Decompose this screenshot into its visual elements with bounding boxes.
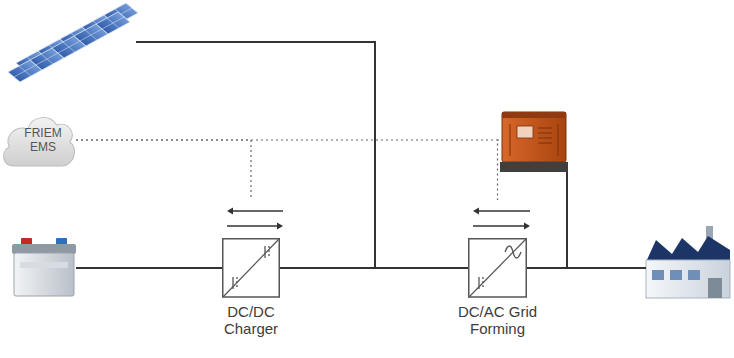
- generator-icon: [538, 143, 552, 144]
- flow-arrows: [473, 208, 530, 230]
- system-label: FRIEM EMS: [18, 126, 68, 154]
- power-wire: [136, 42, 375, 268]
- solar-panels: [58, 41, 80, 53]
- factory-icon: [646, 260, 730, 298]
- converter-caption: DC/DC Charger: [201, 303, 301, 337]
- cloud-label-area: FRIEM EMS: [18, 108, 68, 172]
- dc-symbol: [265, 246, 269, 258]
- dc-symbol: [233, 277, 237, 289]
- generator-icon: [502, 112, 566, 118]
- dc-symbol: [482, 277, 483, 289]
- flow-arrows: [277, 223, 283, 230]
- converter-node: DC/DC Charger: [222, 200, 280, 298]
- flow-arrows: [473, 225, 525, 226]
- converter-symbol: [468, 200, 527, 298]
- converter-node: DC/AC Grid Forming: [468, 200, 527, 298]
- solar-panels: [36, 53, 58, 65]
- solar-panels: [102, 17, 124, 29]
- battery-icon: [21, 238, 32, 245]
- power-wire: [566, 172, 568, 268]
- flow-arrows: [478, 210, 530, 211]
- converter-box: [469, 239, 527, 297]
- converter-label: DC/AC Grid Forming: [448, 303, 548, 337]
- factory-icon: [646, 236, 730, 262]
- factory-icon: [646, 226, 730, 298]
- cloud-node: FRIEM EMS: [0, 108, 76, 172]
- generator-icon: [558, 124, 559, 156]
- factory-icon: [670, 270, 682, 280]
- generator-icon: [517, 126, 533, 138]
- generator-icon: [510, 124, 511, 156]
- dc-symbol: [236, 277, 237, 289]
- flow-arrows: [524, 223, 530, 230]
- dc-symbol: [264, 246, 265, 258]
- converter-diagonal: [223, 239, 279, 297]
- control-link: [76, 140, 251, 200]
- battery-icon: [56, 238, 67, 245]
- generator-icon: [538, 128, 552, 129]
- dc-bus-line: [280, 267, 468, 269]
- flow-arrows: [227, 208, 233, 215]
- battery-icon: [20, 262, 68, 268]
- converter-diagonal: [469, 239, 526, 297]
- flow-arrows: [232, 210, 283, 211]
- generator-icon: [500, 112, 568, 172]
- factory-icon: [652, 270, 664, 280]
- converter-box: [223, 239, 280, 297]
- dc-symbol: [479, 277, 483, 289]
- solar-panels: [14, 65, 36, 77]
- solar-panels: [96, 12, 130, 34]
- solar-panels: [96, 12, 130, 34]
- ac-symbol: [505, 246, 521, 258]
- flow-arrows: [473, 208, 479, 215]
- cloud-outline: [3, 118, 74, 166]
- power-wire: [76, 267, 222, 269]
- converter-caption: DC/AC Grid Forming: [448, 303, 548, 337]
- control-link: [76, 140, 498, 200]
- power-wire: [527, 267, 646, 269]
- flow-arrows: [227, 225, 278, 226]
- dc-symbol: [478, 277, 479, 289]
- battery-icon: [12, 238, 76, 296]
- dc-symbol: [232, 277, 233, 289]
- generator-icon: [538, 133, 552, 134]
- generator-icon: [538, 138, 552, 139]
- factory-icon: [688, 270, 700, 280]
- solar-panels: [80, 29, 102, 41]
- power-wire: [76, 42, 646, 268]
- generator-icon: [502, 112, 566, 162]
- flow-arrows: [227, 208, 283, 230]
- generator-icon: [500, 162, 568, 172]
- dc-symbol: [268, 246, 269, 258]
- converter-label: DC/DC Charger: [201, 303, 301, 337]
- solar-panels: [8, 3, 138, 82]
- factory-icon: [708, 278, 722, 298]
- battery-icon: [14, 253, 74, 296]
- converter-symbol: [222, 200, 280, 298]
